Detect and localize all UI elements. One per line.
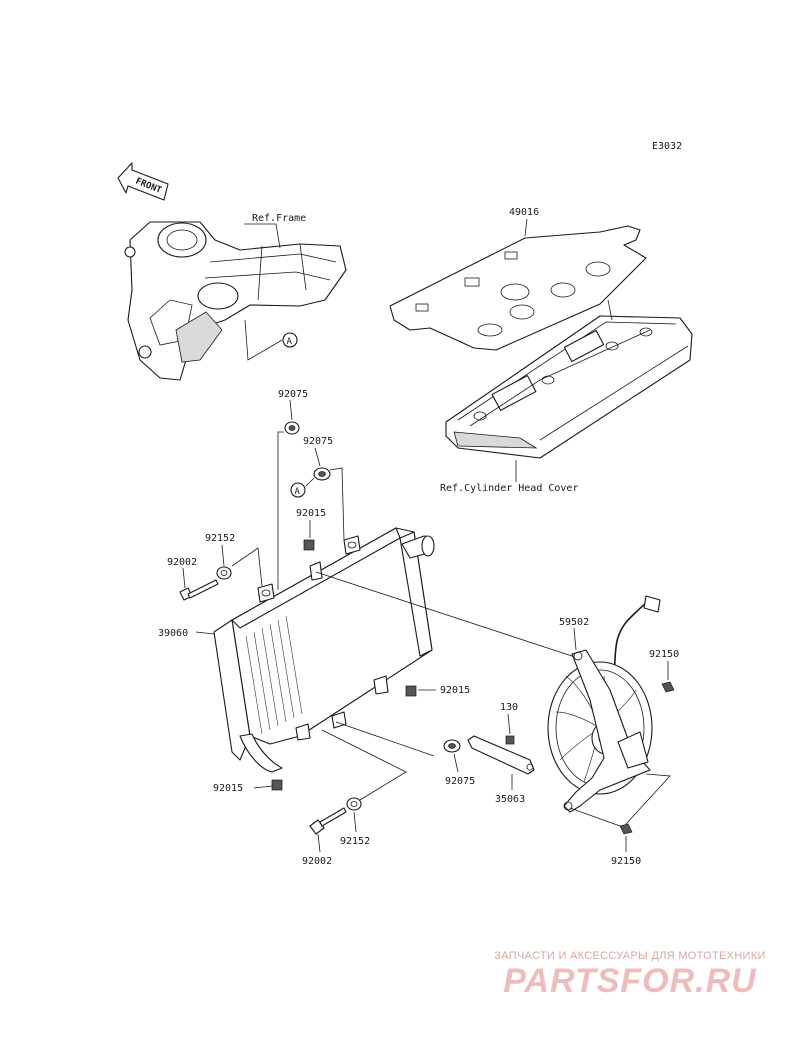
- ref-head-cover-label: Ref.Cylinder Head Cover: [440, 483, 578, 494]
- grommet-92075-bottom: [443, 739, 461, 753]
- part-92015-bottom-label: 92015: [213, 783, 243, 794]
- part-59502-label: 59502: [559, 617, 589, 628]
- part-92002-left-label: 92002: [167, 557, 197, 568]
- collar-92152-bottom: [346, 797, 362, 811]
- part-92075-top-label: 92075: [278, 389, 308, 400]
- watermark: ЗАПЧАСТИ И АКСЕССУАРЫ ДЛЯ МОТОТЕХНИКИ PA…: [470, 950, 790, 1000]
- part-92150-top-label: 92150: [649, 649, 679, 660]
- watermark-tagline: ЗАПЧАСТИ И АКСЕССУАРЫ ДЛЯ МОТОТЕХНИКИ: [494, 950, 766, 962]
- clip-nut-92015-top: [303, 539, 315, 551]
- part-92075-second-label: 92075: [303, 436, 333, 447]
- svg-text:A: A: [287, 337, 293, 347]
- part-92015-top-label: 92015: [296, 508, 326, 519]
- part-39060-label: 39060: [158, 628, 188, 639]
- gasket-49016: [389, 225, 647, 351]
- frame-illustration: [124, 221, 347, 381]
- cylinder-head-cover: [445, 315, 693, 459]
- grommet-92075-second: [313, 467, 331, 481]
- bolt-92002-bottom: [309, 807, 347, 835]
- diagram-code: E3032: [652, 141, 682, 152]
- part-92152-bottom-label: 92152: [340, 836, 370, 847]
- collar-92152-left: [216, 566, 232, 580]
- marker-a-top: A: [282, 332, 298, 348]
- stay-35063: [467, 735, 535, 775]
- clip-nut-92015-bottom: [271, 779, 283, 791]
- marker-a-mid: A: [290, 482, 306, 498]
- part-92150-bottom-label: 92150: [611, 856, 641, 867]
- nut-92150-top: [661, 681, 675, 693]
- bolt-130: [505, 735, 515, 745]
- part-92152-left-label: 92152: [205, 533, 235, 544]
- nut-92150-bottom: [619, 823, 633, 835]
- clip-nut-92015-mid: [405, 685, 417, 697]
- grommet-92075-top: [284, 421, 300, 435]
- part-92075-bottom-label: 92075: [445, 776, 475, 787]
- watermark-brand: PARTSFOR.RU: [503, 962, 757, 1000]
- front-arrow-icon: FRONT: [117, 162, 169, 201]
- cooling-fan-59502: [547, 595, 661, 813]
- part-92015-mid-label: 92015: [440, 685, 470, 696]
- part-92002-bottom-label: 92002: [302, 856, 332, 867]
- bolt-92002-left: [179, 579, 219, 601]
- ref-frame-label: Ref.Frame: [252, 213, 306, 224]
- part-130-label: 130: [500, 702, 518, 713]
- part-49016-label: 49016: [509, 207, 539, 218]
- svg-text:A: A: [295, 487, 301, 497]
- part-35063-label: 35063: [495, 794, 525, 805]
- radiator-39060: [213, 527, 435, 773]
